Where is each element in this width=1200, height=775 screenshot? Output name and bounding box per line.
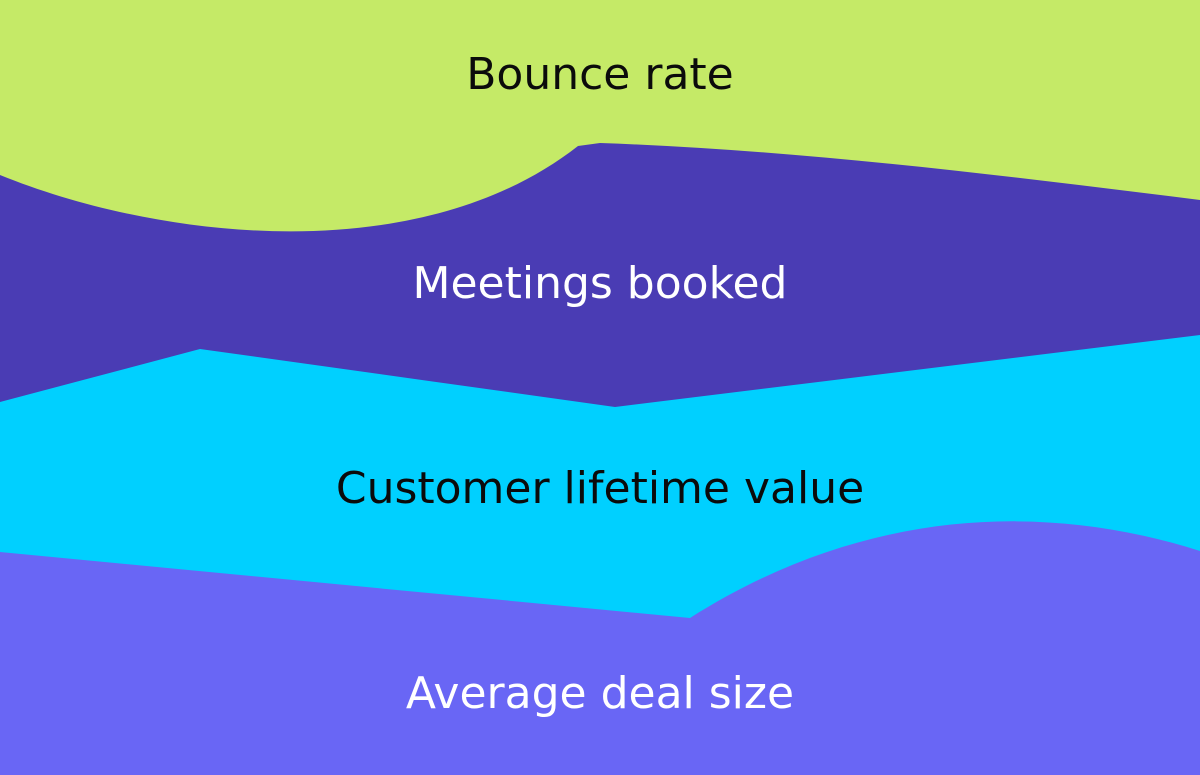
- label-average-deal-size: Average deal size: [405, 668, 795, 719]
- band-average-deal-size: [0, 521, 1200, 775]
- label-bounce-rate: Bounce rate: [466, 49, 734, 100]
- label-meetings-booked: Meetings booked: [412, 258, 788, 309]
- label-customer-lifetime-value: Customer lifetime value: [335, 463, 865, 514]
